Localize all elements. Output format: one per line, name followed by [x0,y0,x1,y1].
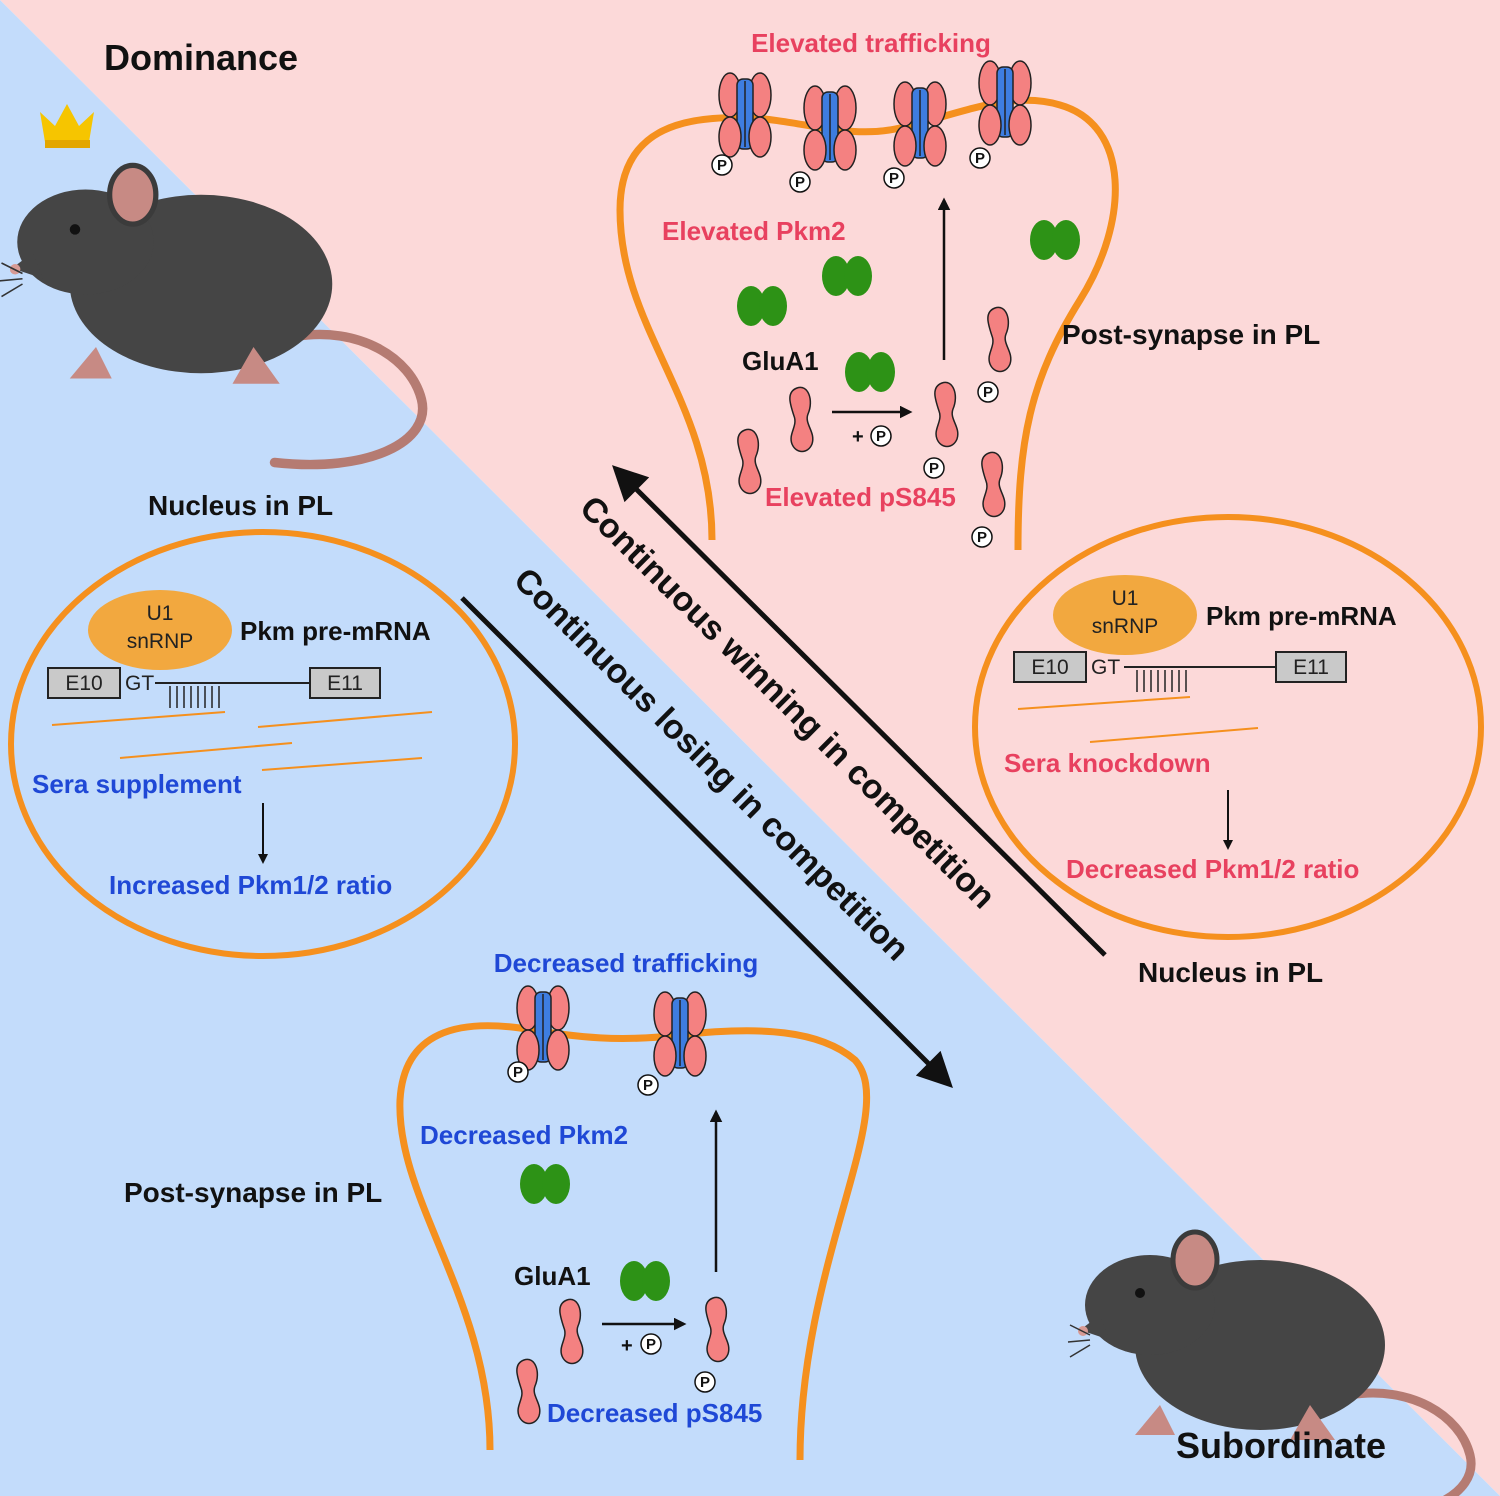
phosphate-icon [637,1074,659,1096]
nucleus-membrane [972,514,1484,940]
subordinate-label: Subordinate [1176,1425,1386,1466]
right-nucleus: U1 snRNP Pkm pre-mRNA E10 GT E11 Sera kn… [972,514,1484,940]
receptor-icon [978,60,1032,146]
phosphate-icon [977,381,999,403]
phosphate-icon [789,171,811,193]
u1-snrnp [1053,575,1197,655]
glua1-label: GluA1 [514,1261,591,1291]
receptor-icon [803,85,857,171]
phosphate-icon: P [870,425,892,447]
phosphate-icon [711,154,733,176]
exon-e11 [1275,651,1347,683]
gt-label: GT [125,672,154,695]
e11-label: E11 [1293,656,1329,679]
receptor-icon [653,991,707,1077]
bottom-post-synapse: Decreased trafficking Decreased Pkm2 Glu… [396,948,871,1461]
decreased-ps845-label: Decreased pS845 [547,1398,762,1428]
svg-text:P: P [876,428,886,445]
sera-knockdown-label: Sera knockdown [1004,748,1211,778]
plus-label: + [852,426,864,448]
dominance-label: Dominance [104,37,298,78]
post-synapse-bottom-label: Post-synapse in PL [124,1177,382,1208]
snrnp-label: snRNP [127,630,194,653]
winning-arrow [612,465,1107,957]
sera-supplement-label: Sera supplement [32,769,242,799]
phosphate-icon [969,147,991,169]
nucleus-right-label: Nucleus in PL [1138,957,1323,988]
mrna-strands [51,711,433,771]
elevated-pkm2-label: Elevated Pkm2 [662,216,846,246]
glua1-label: GluA1 [742,346,819,376]
exon-e11 [309,667,381,699]
binding-marks [169,686,220,708]
membrane [396,1022,871,1461]
plus-label: + [621,1335,633,1357]
receptor-icon [718,72,772,158]
elevated-trafficking-label: Elevated trafficking [751,28,991,58]
phosphate-icon [923,457,945,479]
decreased-ratio-label: Decreased Pkm1/2 ratio [1066,854,1359,884]
nucleus-membrane [8,529,518,959]
e10-label: E10 [65,672,102,695]
e10-label: E10 [1031,656,1068,679]
losing-arrow [460,596,953,1088]
phosphate-icon [694,1371,716,1393]
pkm-pre-mrna-label: Pkm pre-mRNA [240,616,431,646]
receptor-icon [893,81,947,167]
pkm-pre-mrna-label: Pkm pre-mRNA [1206,601,1397,631]
binding-marks [1136,670,1187,692]
elevated-ps845-label: Elevated pS845 [765,482,956,512]
phosphate-icon: P [640,1333,662,1355]
nucleus-left-label: Nucleus in PL [148,490,333,521]
u1-label: U1 [1112,587,1139,610]
exon-e10 [47,667,121,699]
u1-snrnp [88,590,232,670]
post-synapse-top-label: Post-synapse in PL [1062,319,1320,350]
top-post-synapse: Elevated trafficking Elevated Pkm2 GluA1… [616,28,1119,551]
receptor-icon [516,985,570,1071]
left-nucleus: U1 snRNP Pkm pre-mRNA E10 GT E11 Sera su… [8,529,518,959]
gt-label: GT [1091,656,1120,679]
e11-label: E11 [327,672,363,695]
snrnp-label: snRNP [1092,615,1159,638]
decreased-pkm2-label: Decreased Pkm2 [420,1120,628,1150]
crown-icon [40,104,94,148]
phosphate-icon [507,1061,529,1083]
phosphate-icon [971,526,993,548]
svg-text:P: P [646,1336,656,1353]
mrna-strands [1017,696,1259,743]
decreased-trafficking-label: Decreased trafficking [494,948,758,978]
phosphate-icon [883,167,905,189]
increased-ratio-label: Increased Pkm1/2 ratio [109,870,392,900]
u1-label: U1 [147,602,174,625]
exon-e10 [1013,651,1087,683]
